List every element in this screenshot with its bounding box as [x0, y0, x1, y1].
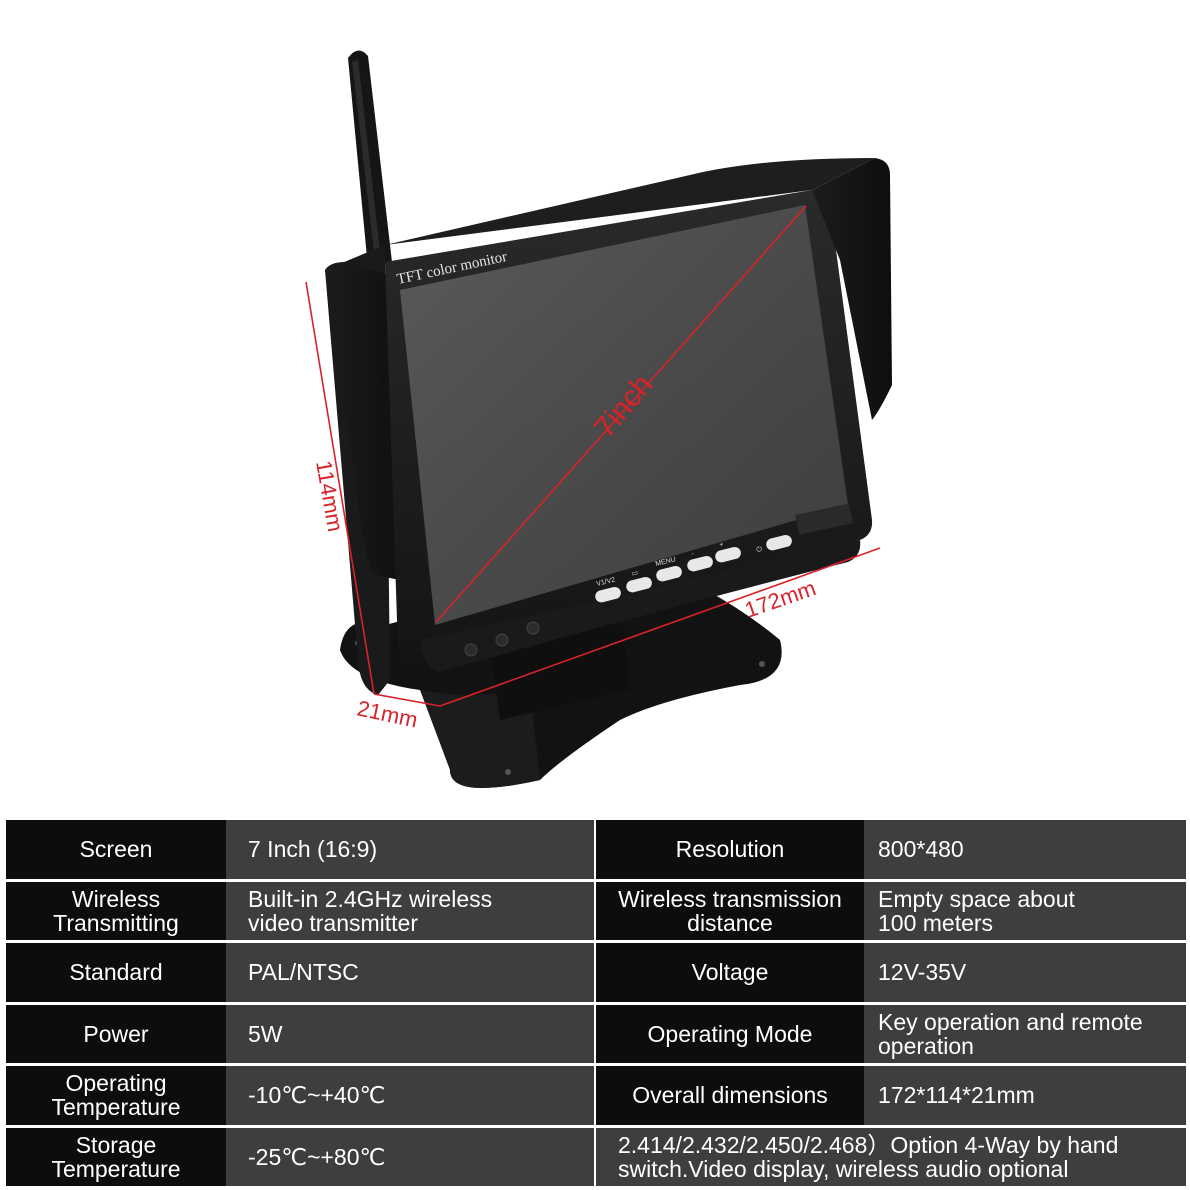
spec-label-power: Power: [6, 1004, 226, 1063]
spec-value-frequency-notes: 2.414/2.432/2.450/2.468）Option 4-Way by …: [596, 1127, 1186, 1186]
spec-label-voltage: Voltage: [596, 943, 864, 1002]
spec-column-divider: [594, 943, 596, 1002]
height-dimension-line: [305, 281, 375, 695]
spec-label-operating-mode: Operating Mode: [596, 1004, 864, 1063]
monitor-body: TFT color monitor: [325, 158, 892, 695]
spec-label-overall-dimensions: Overall dimensions: [596, 1066, 864, 1125]
spec-value-resolution: 800*480: [864, 820, 1186, 879]
spec-value-power: 5W: [226, 1004, 594, 1063]
key-label-minus: -: [691, 550, 696, 558]
key-label-plus: +: [719, 541, 725, 549]
key-plus: [715, 546, 741, 563]
key-label-mode: ▭: [631, 570, 639, 578]
key-menu: [656, 565, 682, 582]
key-label-v1v2: V1/V2: [596, 577, 616, 588]
key-label-menu: MENU: [655, 556, 677, 568]
key-v1v2: [595, 586, 621, 603]
key-label-power: ⏻: [756, 545, 764, 554]
diagonal-dimension-line: [435, 205, 807, 623]
dimension-annotations: [305, 205, 881, 707]
width-dimension-line: [439, 547, 881, 707]
control-keys: V1/V2 ▭ MENU - + ⏻: [595, 534, 792, 603]
spec-label-standard: Standard: [6, 943, 226, 1002]
spec-table: Screen 7 Inch (16:9) Resolution 800*480 …: [6, 820, 1186, 1186]
spec-value-standard: PAL/NTSC: [226, 943, 594, 1002]
spec-column-divider: [594, 881, 596, 940]
spec-column-divider: [594, 1127, 596, 1186]
key-power: [766, 534, 792, 551]
key-mode: [626, 576, 652, 593]
spec-value-screen: 7 Inch (16:9): [226, 820, 594, 879]
monitor-illustration: TFT color monitor V1/V2 ▭ MENU - + ⏻: [305, 50, 892, 788]
spec-value-voltage: 12V-35V: [864, 943, 1186, 1002]
spec-value-operating-temperature: -10℃~+40℃: [226, 1066, 594, 1125]
spec-value-overall-dimensions: 172*114*21mm: [864, 1066, 1186, 1125]
spec-column-divider: [594, 1004, 596, 1063]
spec-column-divider: [594, 820, 596, 879]
spec-value-storage-temperature: -25℃~+80℃: [226, 1127, 594, 1186]
depth-dimension-line: [373, 693, 441, 707]
spec-label-resolution: Resolution: [596, 820, 864, 879]
antenna: [348, 50, 392, 268]
key-minus: [687, 555, 713, 572]
spec-label-screen: Screen: [6, 820, 226, 879]
spec-column-divider: [594, 1066, 596, 1125]
